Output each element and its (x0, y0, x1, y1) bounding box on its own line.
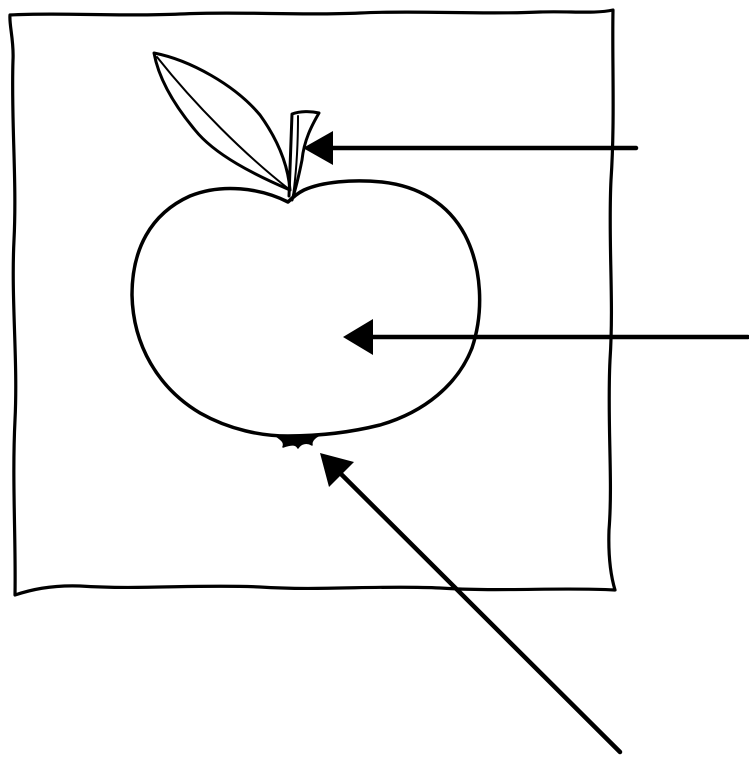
pointer-arrow-body (343, 319, 748, 355)
leaf-icon (154, 53, 290, 190)
pointer-arrow-calyx (320, 453, 620, 752)
calyx-icon (276, 435, 320, 448)
apple-body-icon (132, 181, 480, 436)
pointer-arrow-stalk (303, 131, 636, 165)
picture-frame (10, 10, 615, 595)
